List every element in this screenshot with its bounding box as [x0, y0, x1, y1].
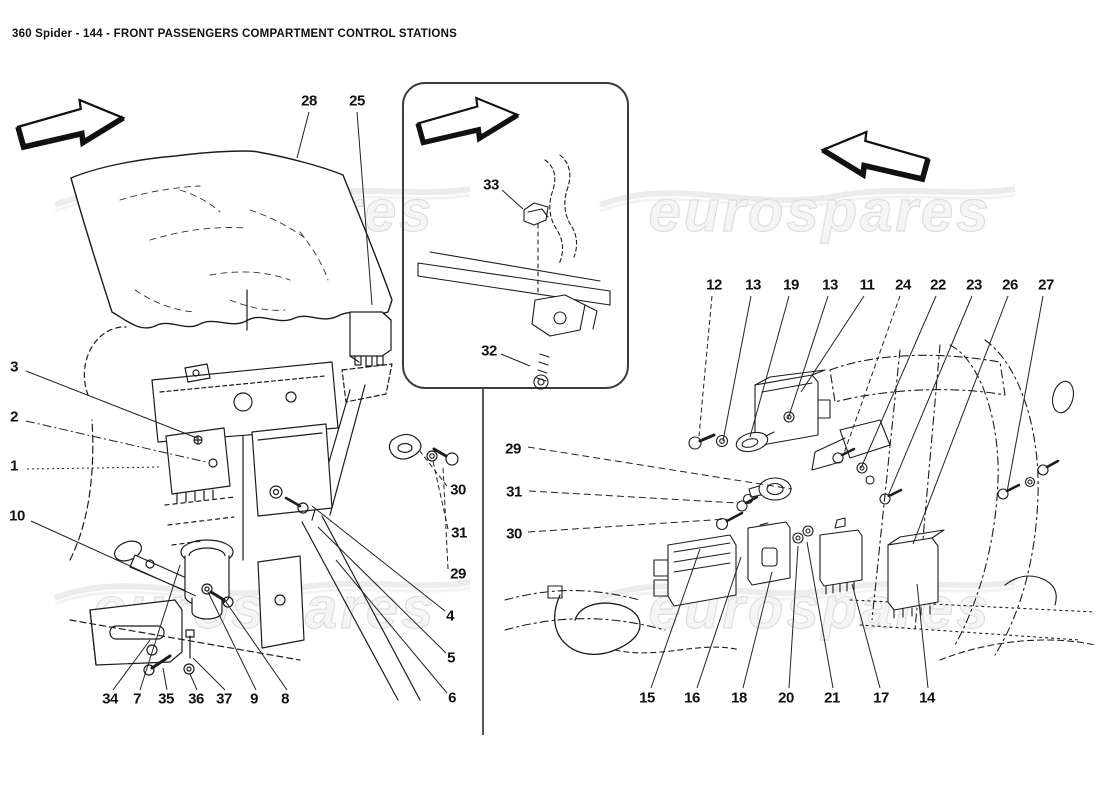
watermark-text: eurospares	[649, 179, 992, 244]
inset-panel-border	[402, 82, 629, 389]
direction-arrow-right	[823, 132, 928, 179]
page-title: 360 Spider - 144 - FRONT PASSENGERS COMP…	[12, 28, 457, 40]
left-diagram-art	[69, 150, 459, 701]
inset-diagram-art	[417, 154, 611, 390]
leader-lines	[25, 111, 1044, 694]
direction-arrow-left	[18, 100, 123, 147]
direction-arrow-inset	[418, 98, 518, 143]
right-diagram-art	[504, 339, 1096, 661]
